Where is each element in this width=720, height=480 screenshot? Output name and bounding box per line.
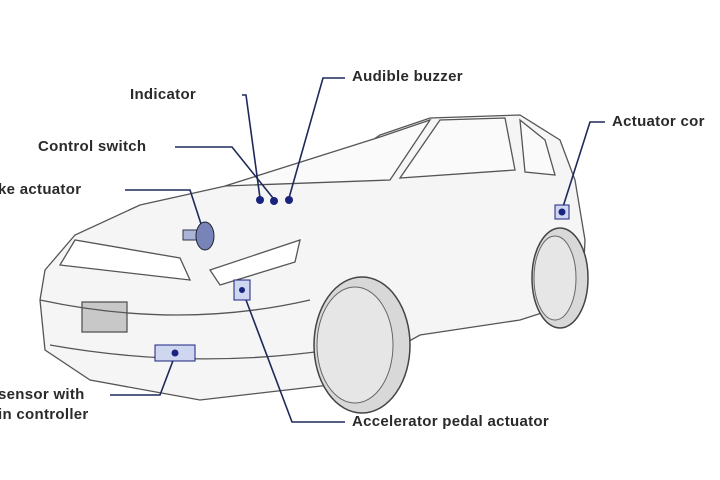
label-sensor-line2: in controller: [0, 406, 89, 423]
component-markers: [154, 196, 570, 362]
label-control-switch: Control switch: [38, 138, 147, 155]
buzzer-marker: [285, 196, 293, 204]
control-switch-marker: [270, 197, 278, 205]
indicator-marker: [256, 196, 264, 204]
brake-actuator-icon: [182, 221, 215, 251]
label-sensor-line1: sensor with: [0, 386, 85, 403]
label-audible-buzzer: Audible buzzer: [352, 68, 463, 85]
label-indicator: Indicator: [130, 86, 197, 103]
label-accelerator-pedal-actuator: Accelerator pedal actuator: [352, 413, 550, 430]
label-actuator-controller: Actuator cor: [612, 113, 705, 130]
label-brake-actuator: ke actuator: [0, 181, 82, 198]
wheels: [313, 227, 589, 414]
leader-lines: [110, 77, 605, 423]
car-body: [39, 114, 586, 401]
